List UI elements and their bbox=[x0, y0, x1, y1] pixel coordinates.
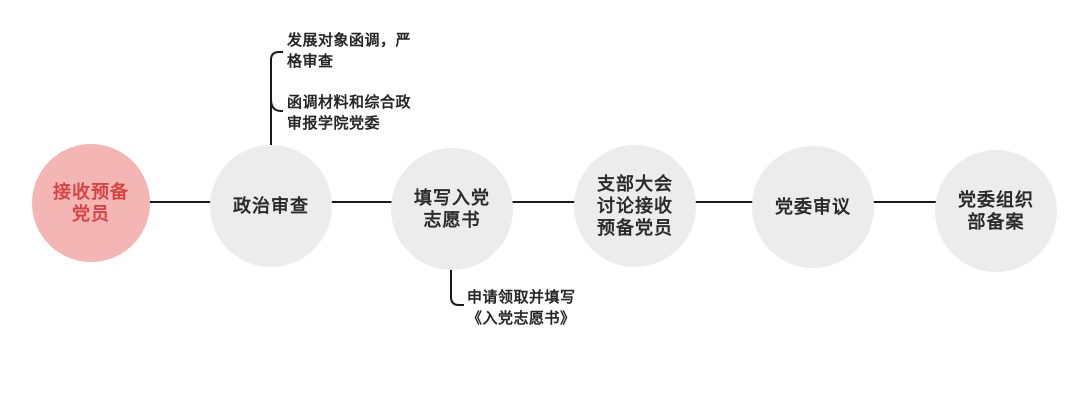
node-label: 支部大会 讨论接收 预备党员 bbox=[597, 174, 673, 238]
node-label: 填写入党 志愿书 bbox=[414, 188, 490, 230]
flow-node-org-department-record: 党委组织 部备案 bbox=[935, 150, 1057, 272]
flow-node-branch-meeting-discussion: 支部大会 讨论接收 预备党员 bbox=[574, 145, 696, 267]
node-label: 接收预备 党员 bbox=[53, 182, 129, 224]
bracket-top-tick-1 bbox=[270, 51, 283, 146]
annotation-apply-and-fill-application-book: 申请领取并填写 《入党志愿书》 bbox=[467, 290, 576, 327]
flow-node-accept-probationary-member: 接收预备 党员 bbox=[32, 144, 150, 262]
flow-node-fill-application-form: 填写入党 志愿书 bbox=[391, 148, 513, 270]
node-label: 党委审议 bbox=[775, 197, 851, 217]
annotation-report-materials-to-college-committee: 函调材料和综合政 审报学院党委 bbox=[287, 95, 412, 132]
node-label: 政治审查 bbox=[233, 196, 309, 216]
node-label: 党委组织 部备案 bbox=[958, 190, 1034, 232]
bracket-top-tick-2 bbox=[270, 98, 283, 112]
flow-node-party-committee-review: 党委审议 bbox=[752, 146, 874, 268]
flow-node-political-review: 政治审查 bbox=[210, 145, 332, 267]
annotation-letter-inquiry-strict-review: 发展对象函调，严 格审查 bbox=[287, 33, 412, 70]
bracket-bottom-tick bbox=[450, 269, 464, 306]
